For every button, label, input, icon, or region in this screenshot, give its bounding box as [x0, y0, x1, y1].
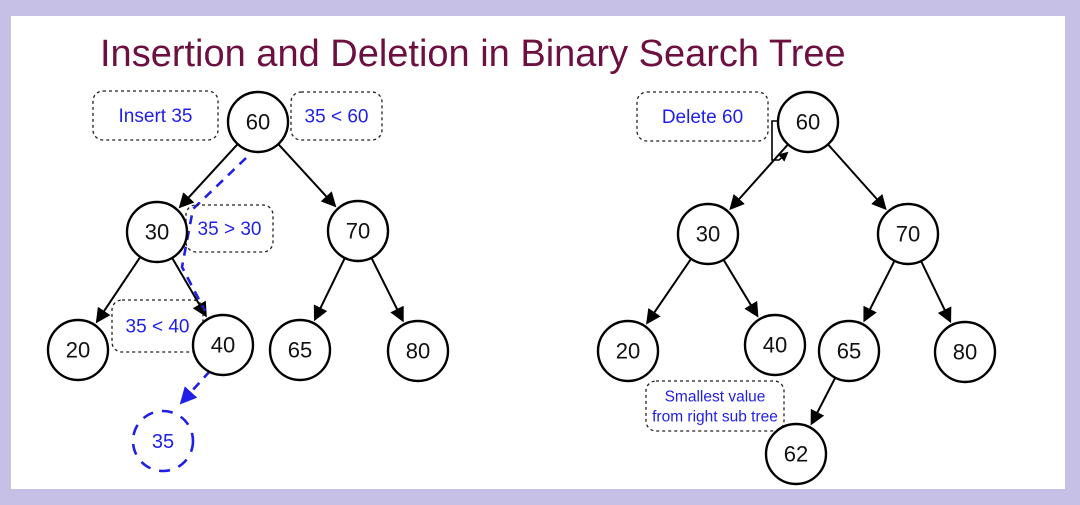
node-label-deletion-example-30: 30 — [696, 222, 720, 247]
node-label-deletion-example-62: 62 — [784, 442, 808, 467]
node-label-deletion-example-65: 65 — [837, 339, 861, 364]
node-label-insertion-example-30: 30 — [145, 220, 169, 245]
annotation-text: Smallest value — [665, 388, 766, 405]
annotation-text: 35 < 60 — [305, 107, 369, 128]
node-deletion-example-20 — [596, 319, 660, 383]
tree-graphics: Insert 35 35 < 60 35 > 30 35 < 40 35 60 30 70 20… — [46, 90, 997, 486]
node-insertion-example-65 — [268, 318, 332, 382]
annotation-box — [290, 91, 383, 141]
node-label-insertion-example-60: 60 — [246, 110, 270, 135]
node-deletion-example-30 — [676, 202, 740, 266]
edge-deletion-example-70-80 — [920, 260, 952, 324]
edge-deletion-example-60-70 — [827, 143, 887, 211]
node-label-insertion-example-20: 20 — [66, 338, 90, 363]
annotation-box — [92, 90, 219, 141]
edge-insertion-example-60-30 — [178, 143, 239, 209]
node-deletion-example-40 — [743, 313, 807, 377]
edge-deletion-example-60-30 — [729, 143, 789, 211]
edge-deletion-example-30-40 — [722, 259, 759, 318]
edge-insertion-example-70-65 — [313, 257, 346, 322]
node-insertion-example-20 — [46, 318, 110, 382]
node-insertion-example-30 — [125, 200, 189, 264]
node-deletion-example-80 — [933, 320, 997, 384]
node-deletion-example-70 — [876, 202, 940, 266]
edge-deletion-example-65-62 — [810, 377, 837, 426]
edge-insertion-example-30-20 — [95, 256, 142, 324]
edge-insertion-example-70-80 — [370, 257, 404, 323]
edge-deletion-example-30-20 — [646, 258, 692, 325]
annotation-box — [636, 91, 769, 142]
slide-title: Insertion and Deletion in Binary Search … — [100, 33, 846, 75]
edge-insertion-example-30-40 — [171, 257, 207, 318]
node-deletion-example-60 — [776, 90, 840, 154]
annotation-box — [185, 204, 274, 253]
node-insertion-example-70 — [326, 199, 390, 263]
node-insertion-example-40 — [191, 313, 255, 377]
ghost-node-label: 35 — [152, 431, 174, 453]
node-label-deletion-example-70: 70 — [896, 222, 920, 247]
node-deletion-example-62 — [764, 422, 828, 486]
node-label-deletion-example-20: 20 — [616, 339, 640, 364]
node-label-deletion-example-40: 40 — [763, 333, 787, 358]
annotation-text: 35 < 40 — [126, 317, 190, 338]
edge-deletion-example-70-65 — [863, 260, 896, 323]
node-label-insertion-example-40: 40 — [211, 333, 235, 358]
node-insertion-example-80 — [386, 319, 450, 383]
insert-guide-path — [179, 370, 211, 405]
edge-insertion-example-60-70 — [277, 143, 337, 208]
node-label-insertion-example-80: 80 — [406, 339, 430, 364]
annotation-text: Insert 35 — [119, 106, 193, 127]
node-deletion-example-65 — [817, 319, 881, 383]
node-insertion-example-60 — [226, 90, 290, 154]
annotation-text: from right sub tree — [652, 408, 778, 425]
node-label-insertion-example-65: 65 — [288, 338, 312, 363]
annotation-text: 35 > 30 — [198, 219, 262, 240]
annotation-text: Delete 60 — [662, 107, 743, 128]
node-label-deletion-example-60: 60 — [796, 110, 820, 135]
node-label-deletion-example-80: 80 — [953, 340, 977, 365]
node-label-insertion-example-70: 70 — [346, 219, 370, 244]
ghost-node-35 — [131, 409, 195, 473]
